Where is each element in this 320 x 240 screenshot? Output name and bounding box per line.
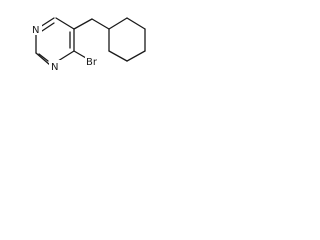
bond-n1-c6-inner xyxy=(41,22,55,32)
bond-c6-c4 xyxy=(55,17,75,30)
bond-cy1-cy2 xyxy=(108,17,128,30)
methylene-linker xyxy=(73,18,110,30)
bond-c5-br xyxy=(73,50,87,59)
n1-mask xyxy=(30,23,42,35)
br-mask xyxy=(85,55,103,67)
bond-cy2-cy3 xyxy=(126,17,146,30)
bond-n1-c6 xyxy=(39,17,55,28)
bond-n3-c2 xyxy=(35,52,51,66)
n3-mask xyxy=(49,60,61,72)
molecule-diagram: N N Br xyxy=(0,0,181,88)
atom-label-n3: N xyxy=(51,62,58,73)
bond-ch2-cy1 xyxy=(91,18,110,30)
pyrimidine-ring xyxy=(35,17,75,66)
bond-c4-ch2 xyxy=(73,18,93,30)
atom-labels: N N Br xyxy=(30,23,103,73)
atom-label-n1: N xyxy=(32,25,39,36)
structure-drawing: N N Br xyxy=(30,17,146,73)
bond-n3-c2-inner xyxy=(38,53,49,62)
bond-cy5-cy6 xyxy=(108,50,128,62)
bond-c5-n3 xyxy=(57,50,75,62)
bond-cy4-cy5 xyxy=(126,50,146,62)
atom-label-br: Br xyxy=(86,57,98,68)
cyclohexane-ring xyxy=(108,17,146,62)
